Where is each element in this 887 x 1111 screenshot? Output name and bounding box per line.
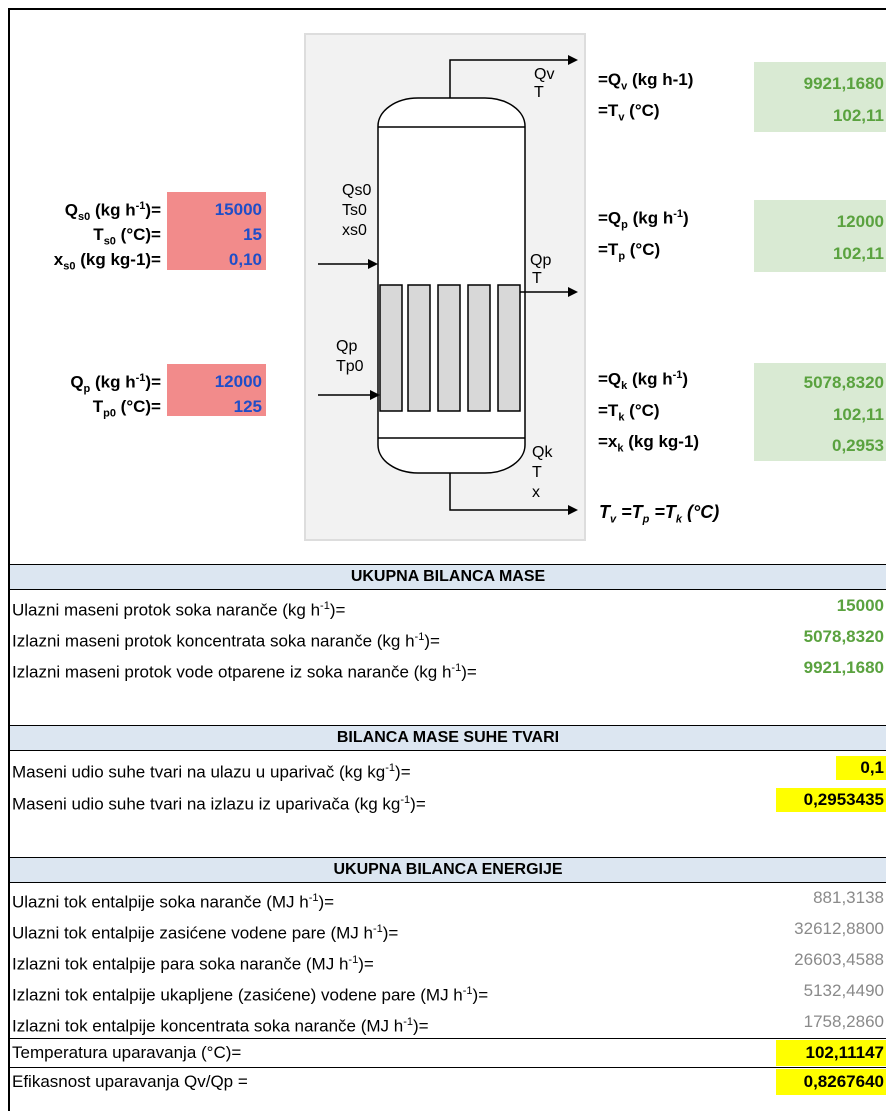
diagram-label-qk: Qk [532,444,553,461]
table-row: Izlazni maseni protok koncentrata soka n… [10,623,886,651]
arrow-head-icon [368,259,378,269]
dry-matter-value: 0,1 [860,758,884,777]
tp0-input[interactable]: 125 [233,397,262,416]
qv-output-label: =Qv (kg h-1) [598,70,694,93]
concentrate-output-cells [754,363,886,461]
diagram-label-t-mid: T [532,270,542,287]
temperature-highlight [776,1040,886,1066]
row-divider [10,1067,886,1068]
table-row: Izlazni tok entalpije koncentrata soka n… [10,1008,886,1036]
heating-tubes [379,284,521,412]
vapor-output-cells [754,62,886,132]
arrow-head-icon [568,505,578,515]
dry-matter-header: BILANCA MASE SUHE TVARI [10,725,886,751]
xk-output-value: 0,2953 [832,436,884,455]
diagram-label-ts0: Ts0 [342,202,367,219]
dry-matter-highlight [836,756,886,780]
diagram-label-qp-in: Qp [336,338,358,355]
arrow-head-icon [568,55,578,65]
ts0-label: Ts0 (°C)= [93,225,161,248]
energy-value: 32612,8800 [794,919,884,938]
juice-input-cells [167,192,266,270]
qk-output-label: =Qk (kg h-1) [598,369,689,393]
table-row: Maseni udio suhe tvari na ulazu u upariv… [10,754,886,782]
row-divider [10,1038,886,1039]
temperature-equality-note: Tv =Tp =Tk (°C) [599,502,720,526]
tp-output-value: 102,11 [832,244,884,263]
tk-output-value: 102,11 [832,405,884,424]
evaporation-efficiency-row: Efikasnost uparavanja Qv/Qp = 0,8267640 [10,1068,886,1096]
dry-matter-value: 0,2953435 [803,790,884,809]
table-row: Izlazni tok entalpije para soka naranče … [10,946,886,974]
diagram-label-qp-out: Qp [530,252,552,269]
xs0-label: xs0 (kg kg-1)= [53,250,161,273]
diagram-label-t-top: T [534,84,544,101]
qp-output-label: =Qp (kg h-1) [598,208,689,232]
table-row: Izlazni maseni protok vode otparene iz s… [10,654,886,682]
evaporation-temperature-row: Temperatura uparavanja (°C)= 102,11147 [10,1039,886,1067]
tv-output-label: =Tv (°C) [598,101,660,124]
steam-input-cells [167,364,266,416]
qp-output-value: 12000 [836,212,884,231]
qp-label: Qp (kg h-1)= [70,372,161,396]
arrow-head-icon [370,390,380,400]
energy-value: 5132,4490 [803,981,884,1000]
evaporation-temperature-value: 102,11147 [805,1043,884,1062]
tk-output-label: =Tk (°C) [598,401,660,424]
concentrate-outlet-line [449,473,573,511]
tp-output-label: =Tp (°C) [598,240,661,263]
table-row: Ulazni tok entalpije soka naranče (MJ h-… [10,884,886,912]
evaporation-efficiency-value: 0,8267640 [803,1072,884,1091]
qv-output-value: 9921,1680 [803,74,884,93]
energy-value: 1758,2860 [803,1012,884,1031]
diagram-label-qs0: Qs0 [342,182,372,199]
diagram-label-x: x [532,484,540,501]
spreadsheet [8,8,886,1111]
ts0-input[interactable]: 15 [243,225,262,244]
tp0-label: Tp0 (°C)= [92,397,161,420]
steam-output-cells [754,200,886,272]
mass-balance-value: 15000 [836,596,884,615]
xk-output-label: =xk (kg kg-1) [598,432,700,455]
table-row: Ulazni tok entalpije zasićene vodene par… [10,915,886,943]
mass-balance-value: 9921,1680 [803,658,884,677]
mass-balance-value: 5078,8320 [803,627,884,646]
dry-matter-highlight [776,788,886,812]
table-row: Maseni udio suhe tvari na izlazu iz upar… [10,786,886,814]
tv-output-value: 102,11 [832,106,884,125]
energy-value: 26603,4588 [794,950,884,969]
evaporator-diagram [304,33,586,541]
xs0-input[interactable]: 0,10 [228,250,262,269]
qk-output-value: 5078,8320 [803,373,884,392]
diagram-label-xs0: xs0 [342,222,367,239]
table-row: Izlazni tok entalpije ukapljene (zasićen… [10,977,886,1005]
efficiency-highlight [776,1069,886,1095]
arrow-head-icon [568,287,578,297]
mass-balance-header: UKUPNA BILANCA MASE [10,564,886,590]
diagram-label-t-bot: T [532,464,542,481]
energy-value: 881,3138 [813,888,884,907]
diagram-label-tp0: Tp0 [336,358,364,375]
energy-balance-header: UKUPNA BILANCA ENERGIJE [10,857,886,883]
vapor-outlet-line [449,59,573,98]
qs0-label: Qs0 (kg h-1)= [64,200,161,224]
qp-input[interactable]: 12000 [214,372,262,391]
table-row: Ulazni maseni protok soka naranče (kg h-… [10,592,886,620]
diagram-label-qv: Qv [534,66,555,83]
qs0-input[interactable]: 15000 [214,200,262,219]
